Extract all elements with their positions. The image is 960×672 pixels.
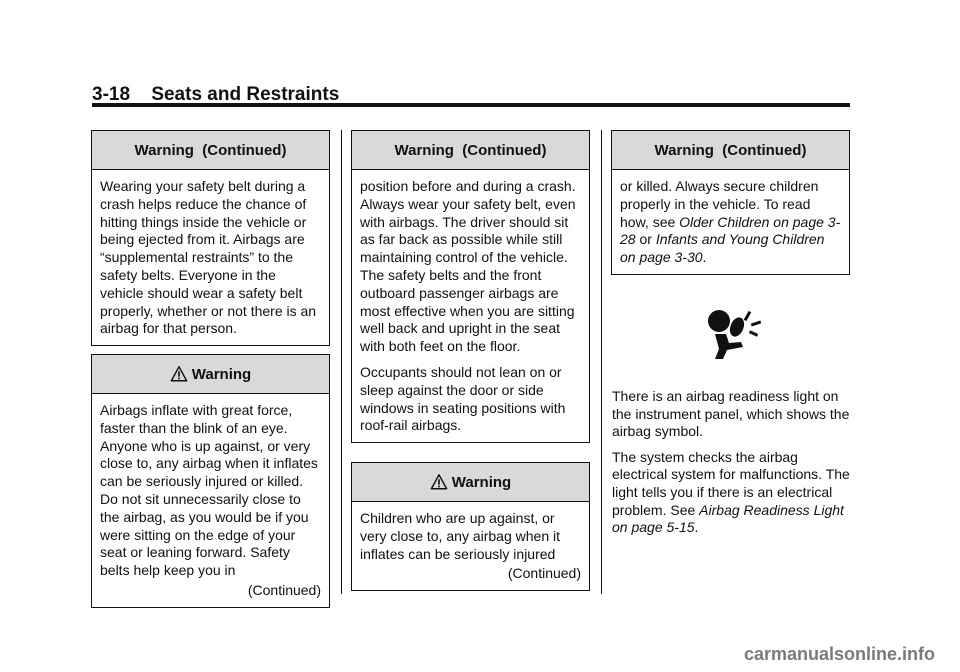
warning-box-children: Warning Children who are up against, or … — [351, 462, 590, 592]
warning-box-header: Warning — [92, 355, 329, 394]
page-reference-link[interactable]: Older Children on page 3-28 — [620, 213, 841, 248]
continued-label: (Continued) — [507, 565, 581, 582]
continued-label: (Continued) — [247, 581, 321, 598]
body-paragraph: The system checks the airbag electrical … — [612, 449, 850, 537]
header-rule — [92, 103, 850, 107]
airbag-light-description: There is an airbag readiness light on th… — [612, 388, 850, 537]
warning-text: Wearing your safety belt during a crash … — [100, 178, 317, 337]
warning-text-part: or — [635, 231, 656, 248]
body-paragraph: There is an airbag readiness light on th… — [612, 388, 850, 440]
warning-text: Occupants should not lean on or sleep ag… — [360, 363, 566, 434]
warning-triangle-icon — [430, 474, 448, 490]
body-text-part: The system checks the airbag electrical … — [612, 448, 850, 518]
warning-box-title: Warning — [191, 365, 252, 383]
page-header: 3-18 Seats and Restraints — [92, 84, 339, 106]
watermark: carmanualsonline.info — [744, 644, 936, 664]
warning-box-body: Wearing your safety belt during a crash … — [92, 170, 329, 345]
warning-text: or killed. Always secure children proper… — [620, 178, 841, 267]
warning-box-body: Children who are up against, or very clo… — [352, 502, 589, 590]
warning-box-header: Warning (Continued) — [92, 131, 329, 170]
warning-continued-box-1: Warning (Continued) Wearing your safety … — [91, 130, 330, 347]
warning-box-header: Warning — [352, 463, 589, 502]
warning-continued-box-3: Warning (Continued) or killed. Always se… — [611, 130, 850, 275]
column-divider-1 — [341, 130, 342, 594]
warning-box-body: or killed. Always secure children proper… — [612, 170, 849, 274]
warning-box-header: Warning (Continued) — [612, 131, 849, 170]
column-divider-2 — [601, 130, 602, 594]
page-reference-link[interactable]: Airbag Readiness Light on page 5-15 — [612, 501, 844, 536]
warning-box-body: Airbags inflate with great force, faster… — [92, 394, 329, 607]
warning-text: Airbags inflate with great force, faster… — [100, 402, 318, 579]
warning-box-title: Warning (Continued) — [654, 141, 807, 159]
airbag-readiness-icon — [708, 310, 762, 359]
warning-box-title: Warning (Continued) — [394, 141, 547, 159]
warning-box-title: Warning — [451, 473, 512, 491]
warning-box-title: Warning (Continued) — [134, 141, 287, 159]
warning-text-part: . — [702, 249, 707, 266]
body-text-part: . — [694, 519, 699, 536]
warning-box-airbag-force: Warning Airbags inflate with great force… — [91, 354, 330, 608]
section-number: 3-18 — [92, 84, 131, 105]
warning-text: Children who are up against, or very clo… — [360, 510, 560, 562]
page-reference-link[interactable]: Infants and Young Children on page 3-30 — [620, 231, 825, 266]
warning-continued-box-2: Warning (Continued) position before and … — [351, 130, 590, 444]
warning-text: position before and during a crash. Alwa… — [360, 178, 576, 355]
warning-text-part: or killed. Always secure children proper… — [620, 178, 819, 230]
section-title: Seats and Restraints — [151, 84, 340, 105]
warning-box-header: Warning (Continued) — [352, 131, 589, 170]
warning-triangle-icon — [170, 366, 188, 382]
warning-box-body: position before and during a crash. Alwa… — [352, 170, 589, 442]
